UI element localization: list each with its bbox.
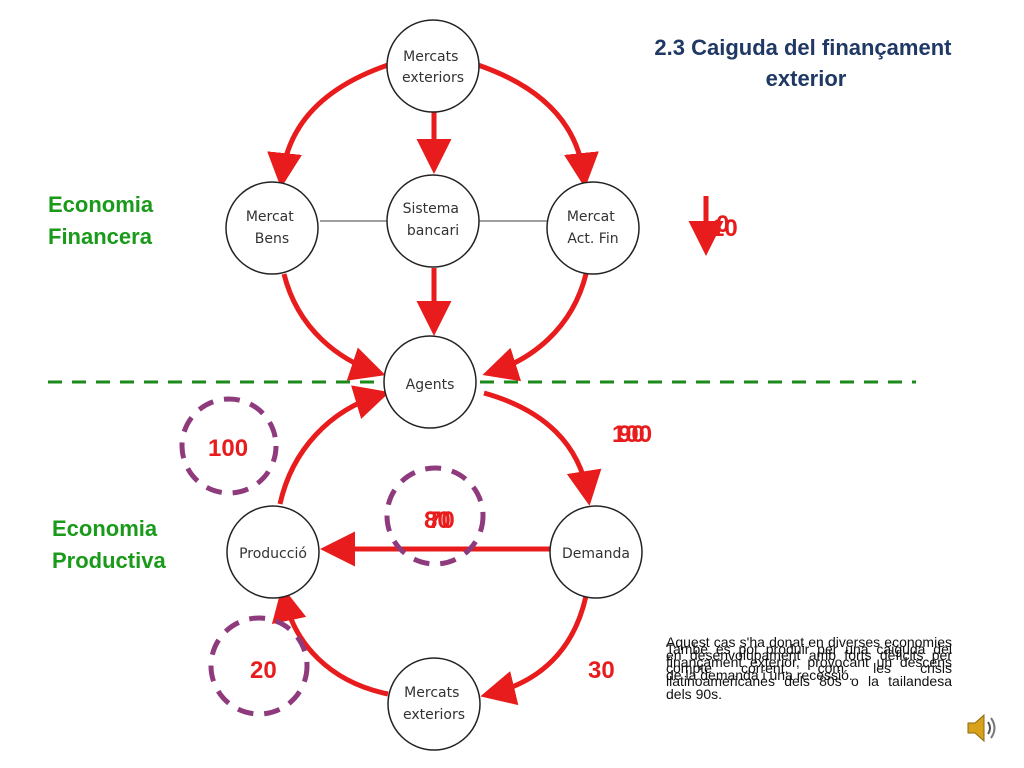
page-title: 2.3 Caiguda del finançament exterior	[654, 35, 957, 91]
node-mercat-act-fin: Mercat Act. Fin	[546, 181, 640, 275]
highlight-circle-exports	[208, 615, 310, 717]
section-label-financial: Economia Financera	[48, 192, 159, 249]
value-financing-a: 10	[711, 215, 738, 242]
svg-text:Mercats exteriors: Mercats exteriors	[403, 685, 465, 723]
flow-arrow-produccio-to-agents	[277, 385, 390, 505]
value-demand-to-production-b: 70	[428, 507, 455, 534]
svg-text:Agents: Agents	[406, 377, 455, 393]
node-mercats-exteriors-top: Mercats exteriors	[386, 19, 480, 113]
node-mercat-bens: Mercat Bens	[225, 181, 319, 275]
flow-arrow-bens-to-agents	[281, 273, 386, 381]
node-agents: Agents	[383, 335, 477, 429]
svg-text:Demanda: Demanda	[562, 546, 630, 562]
value-exports: 20	[250, 657, 277, 684]
section-label-productive: Economia Productiva	[52, 516, 166, 573]
node-produccio: Producció	[226, 505, 320, 599]
flow-arrow-actfin-to-agents	[482, 273, 589, 382]
node-demanda: Demanda	[549, 505, 643, 599]
highlight-circle-production-income	[179, 396, 279, 496]
note-text-recession: També es pot produir per una caiguda del…	[666, 641, 952, 683]
svg-text:Mercat Bens: Mercat Bens	[246, 209, 298, 247]
speaker-icon[interactable]	[962, 708, 1002, 748]
value-agents-to-demand-b: 90	[618, 421, 645, 448]
flow-arrow-exteriors-to-actfin	[477, 62, 599, 188]
svg-text:Mercat Act. Fin: Mercat Act. Fin	[567, 209, 619, 247]
flow-arrow-exteriors-to-bens	[267, 62, 389, 188]
flow-arrow-exteriors-to-produccio	[271, 586, 389, 697]
value-production-income: 100	[208, 435, 248, 462]
svg-text:Mercats exteriors: Mercats exteriors	[402, 49, 464, 86]
value-demand-to-production-a: 80	[424, 507, 451, 534]
flow-arrow-agents-to-demanda	[483, 390, 602, 506]
flow-arrow-demanda-to-exteriors	[480, 595, 589, 706]
svg-text:Sistema bancari: Sistema bancari	[403, 201, 464, 239]
node-mercats-exteriors-bottom: Mercats exteriors	[387, 657, 481, 751]
node-sistema-bancari: Sistema bancari	[386, 174, 480, 268]
value-imports: 30	[588, 657, 615, 684]
svg-text:Producció: Producció	[239, 546, 307, 562]
value-financing-b: 0	[716, 211, 729, 238]
value-agents-to-demand-a: 100	[612, 421, 652, 448]
highlight-circle-domestic-demand	[384, 465, 486, 567]
note-text-latam: Aquest cas s'ha donat en diverses econom…	[666, 634, 952, 702]
